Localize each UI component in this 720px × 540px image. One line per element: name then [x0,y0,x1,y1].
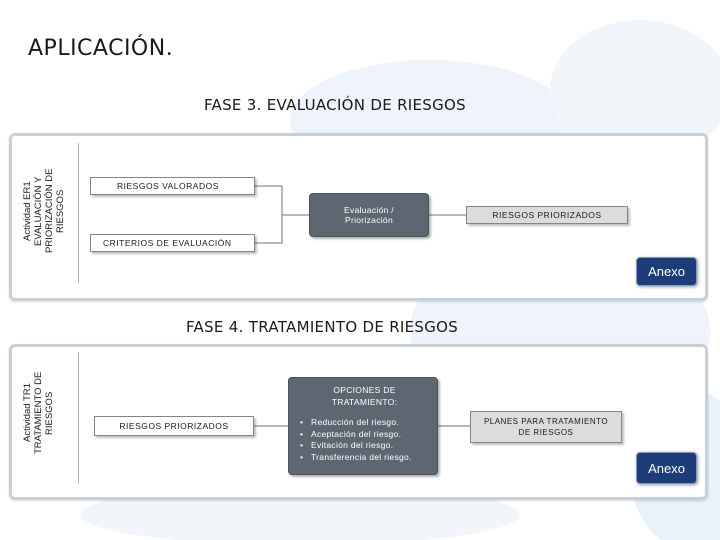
list-item: Aceptación del riesgo. [298,429,431,441]
phase4-options-list: Reducción del riesgo. Aceptación del rie… [298,417,431,463]
phase4-process-title-line: OPCIONES DE [333,385,396,395]
page-title: APLICACIÓN. [28,36,174,61]
phase4-output-planes: PLANES PARA TRATAMIENTO DE RIESGOS [470,411,622,443]
phase3-process-line: Priorización [344,215,393,225]
phase3-title: FASE 3. EVALUACIÓN DE RIESGOS [204,96,466,114]
phase4-anexo-button[interactable]: Anexo [636,452,697,484]
phase4-output-line: DE RIESGOS [518,428,574,437]
list-item: Transferencia del riesgo. [298,452,431,464]
phase4-process-opciones: OPCIONES DE TRATAMIENTO: Reducción del r… [288,377,438,475]
phase4-title: FASE 4. TRATAMIENTO DE RIESGOS [186,318,459,336]
phase3-process-evaluacion: Evaluación / Priorización [309,193,429,237]
phase3-process-line: Evaluación / [344,205,394,215]
list-item: Reducción del riesgo. [298,417,431,429]
phase4-input-riesgos-priorizados: RIESGOS PRIORIZADOS [94,416,254,436]
phase4-divider [78,352,79,484]
phase3-input-riesgos-valorados: RIESGOS VALORADOS [90,177,255,195]
phase3-anexo-button[interactable]: Anexo [636,257,697,286]
phase3-output-riesgos-priorizados: RIESGOS PRIORIZADOS [466,206,628,224]
phase4-output-line: PLANES PARA TRATAMIENTO [483,417,609,426]
phase4-process-title-line: TRATAMIENTO: [331,397,398,407]
phase3-input-criterios: CRITERIOS DE EVALUACIÓN [90,234,255,252]
list-item: Evitación del riesgo. [298,440,431,452]
phase3-divider [78,143,79,283]
